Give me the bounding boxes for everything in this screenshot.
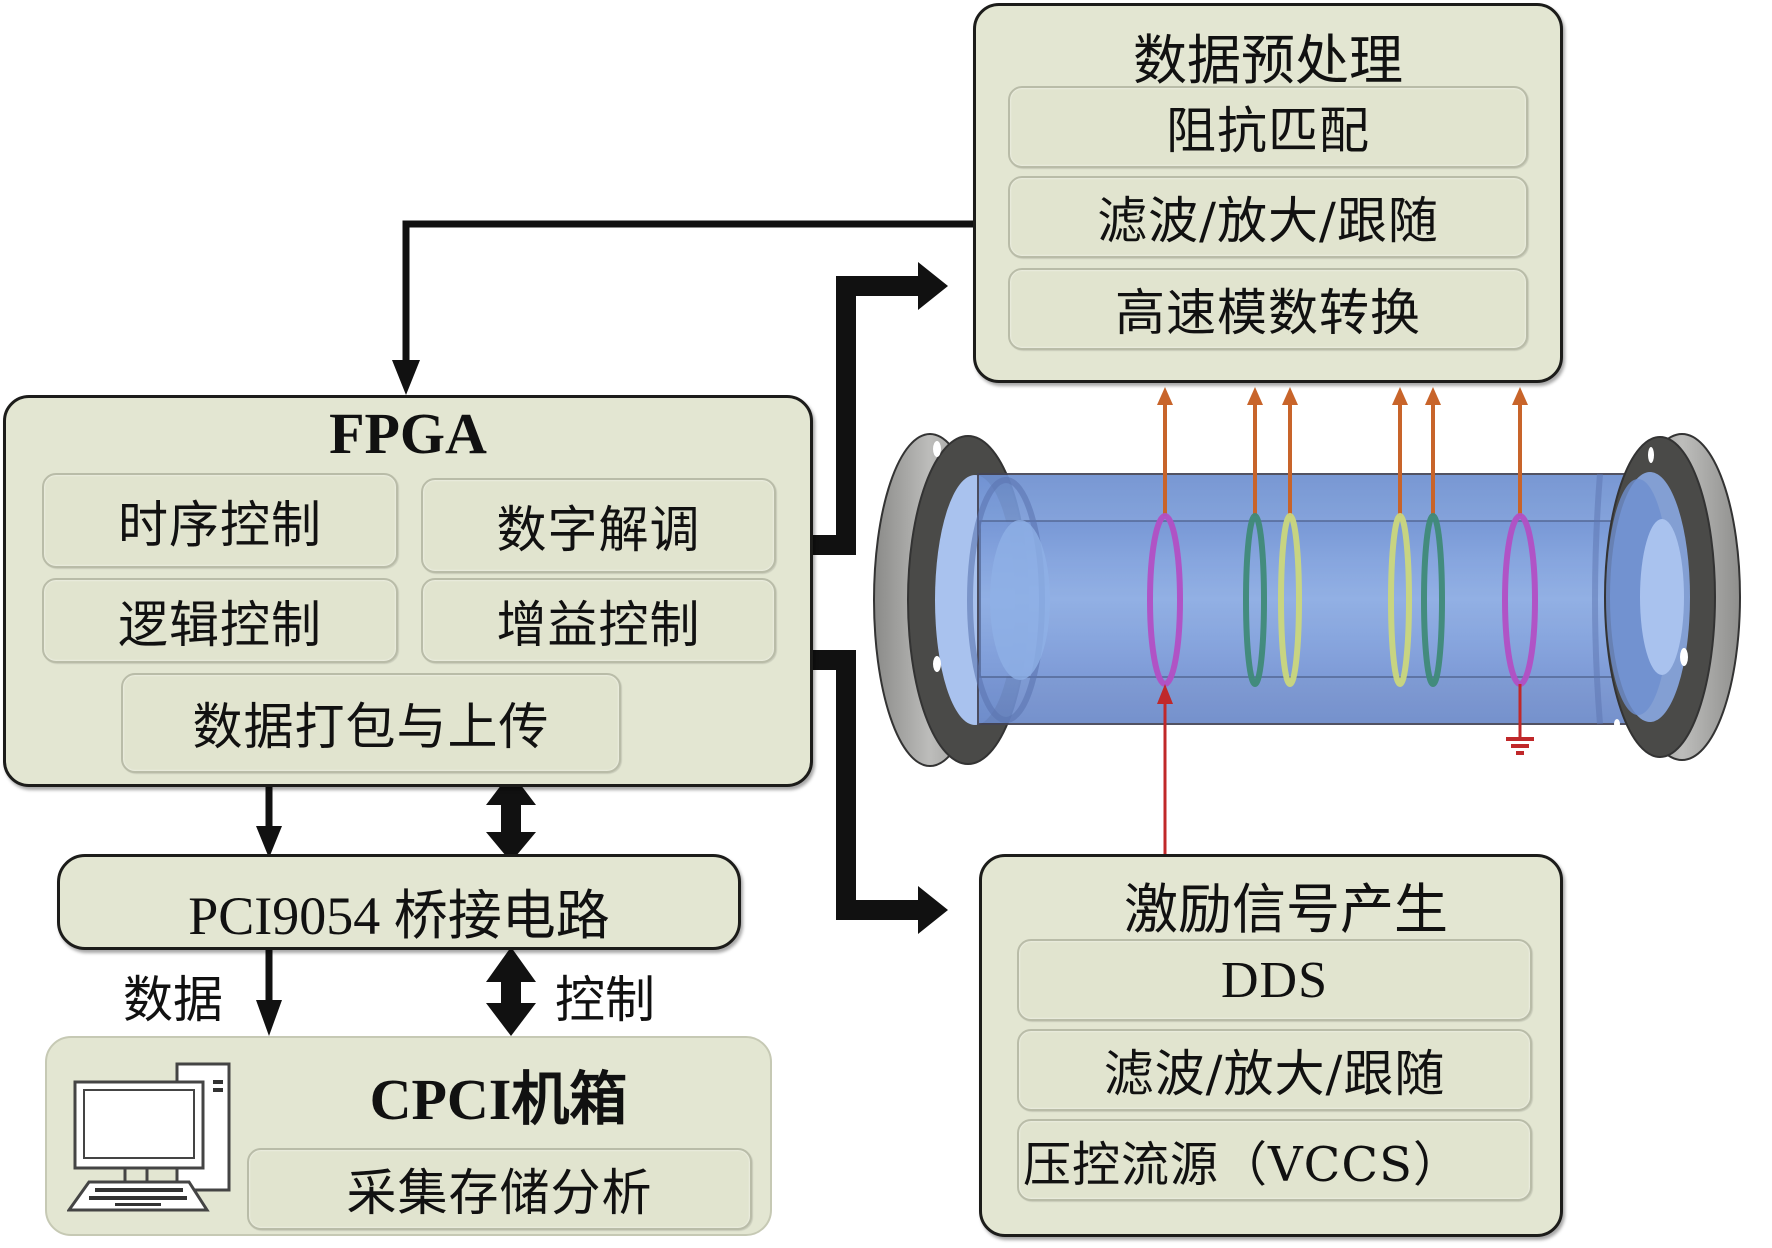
preprocessing-item: 滤波/放大/跟随 <box>1008 176 1528 258</box>
thick-connector-upper <box>813 276 920 555</box>
arrowhead-up-icon <box>486 772 536 805</box>
preprocessing-title: 数据预处理 <box>1133 29 1403 92</box>
arrowhead-up-icon <box>1512 387 1528 405</box>
preprocessing-to-fpga-connector <box>392 220 977 395</box>
data-link-label: 数据 <box>123 971 223 1029</box>
fpga-block: FPGA 时序控制 数字解调 逻辑控制 增益控制 数据打包与上传 <box>3 395 813 787</box>
arrowhead-up-icon <box>1157 387 1173 405</box>
excitation-item-vccs: 压控流源（VCCS） <box>1017 1119 1532 1201</box>
thick-connector-lower <box>813 650 920 920</box>
fpga-item-gain-control: 增益控制 <box>421 578 776 663</box>
arrowhead-up-icon <box>1425 387 1441 405</box>
control-link-label: 控制 <box>555 971 655 1029</box>
arrowhead-down-icon <box>486 832 536 862</box>
electrode-ring-measure <box>1421 513 1445 687</box>
desktop-computer-icon <box>67 1062 231 1212</box>
arrowhead-up-icon <box>486 947 536 982</box>
arrowhead-down-icon <box>256 826 282 858</box>
cpci-item-acquisition-storage-analysis: 采集存储分析 <box>247 1148 752 1230</box>
excitation-item-dds: DDS <box>1017 939 1532 1021</box>
fpga-item-data-packing-upload: 数据打包与上传 <box>121 673 621 773</box>
fpga-item-timing-control: 时序控制 <box>42 473 398 568</box>
electrode-ring-measure <box>1388 513 1412 687</box>
fpga-to-pci-links <box>256 772 536 862</box>
excitation-title: 激励信号产生 <box>1124 878 1448 941</box>
right-flange <box>1592 433 1741 761</box>
arrowhead-up-icon <box>1157 684 1173 704</box>
electrode-ring-measure <box>1243 513 1267 687</box>
pci-to-cpci-links <box>256 947 536 1036</box>
excitation-block: 激励信号产生 DDS 滤波/放大/跟随 压控流源（VCCS） <box>979 854 1563 1237</box>
arrowhead-up-icon <box>1282 387 1298 405</box>
connector-line <box>402 220 977 372</box>
cpci-title: CPCI机箱 <box>369 1067 628 1132</box>
pipe-sensor-icon <box>873 387 1741 854</box>
thick-arrow-right-icon <box>918 886 948 934</box>
cpci-chassis-block: CPCI机箱 采集存储分析 <box>45 1036 772 1236</box>
arrowhead-down-icon <box>486 1003 536 1036</box>
arrowhead-down-icon <box>256 1000 282 1036</box>
arrowhead-up-icon <box>1392 387 1408 405</box>
fpga-title: FPGA <box>329 401 487 466</box>
electrode-ring-measure <box>1278 513 1302 687</box>
pci-bridge-title: PCI9054 桥接电路 <box>188 886 610 946</box>
preprocessing-item: 高速模数转换 <box>1008 268 1528 350</box>
electrode-array <box>1147 387 1538 854</box>
preprocessing-block: 数据预处理 阻抗匹配 滤波/放大/跟随 高速模数转换 <box>973 3 1563 383</box>
arrowhead-up-icon <box>1247 387 1263 405</box>
fpga-item-logic-control: 逻辑控制 <box>42 578 398 663</box>
inner-tube <box>979 520 1681 678</box>
arrowhead-down-icon <box>392 360 420 395</box>
fpga-item-digital-demodulation: 数字解调 <box>421 478 776 573</box>
preprocessing-item: 阻抗匹配 <box>1008 86 1528 168</box>
thick-arrow-right-icon <box>918 262 948 310</box>
excitation-item-filter-amplify-follow: 滤波/放大/跟随 <box>1017 1029 1532 1111</box>
pci-bridge-block: PCI9054 桥接电路 <box>57 854 741 950</box>
fpga-output-bracket <box>813 262 948 934</box>
